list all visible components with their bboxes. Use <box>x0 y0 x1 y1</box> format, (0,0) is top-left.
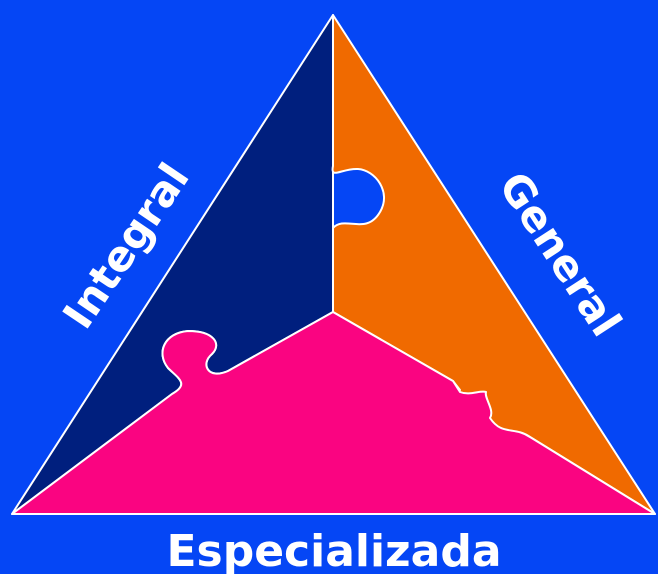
label-especializada: Especializada <box>166 526 501 574</box>
puzzle-piece-especializada <box>11 311 656 515</box>
